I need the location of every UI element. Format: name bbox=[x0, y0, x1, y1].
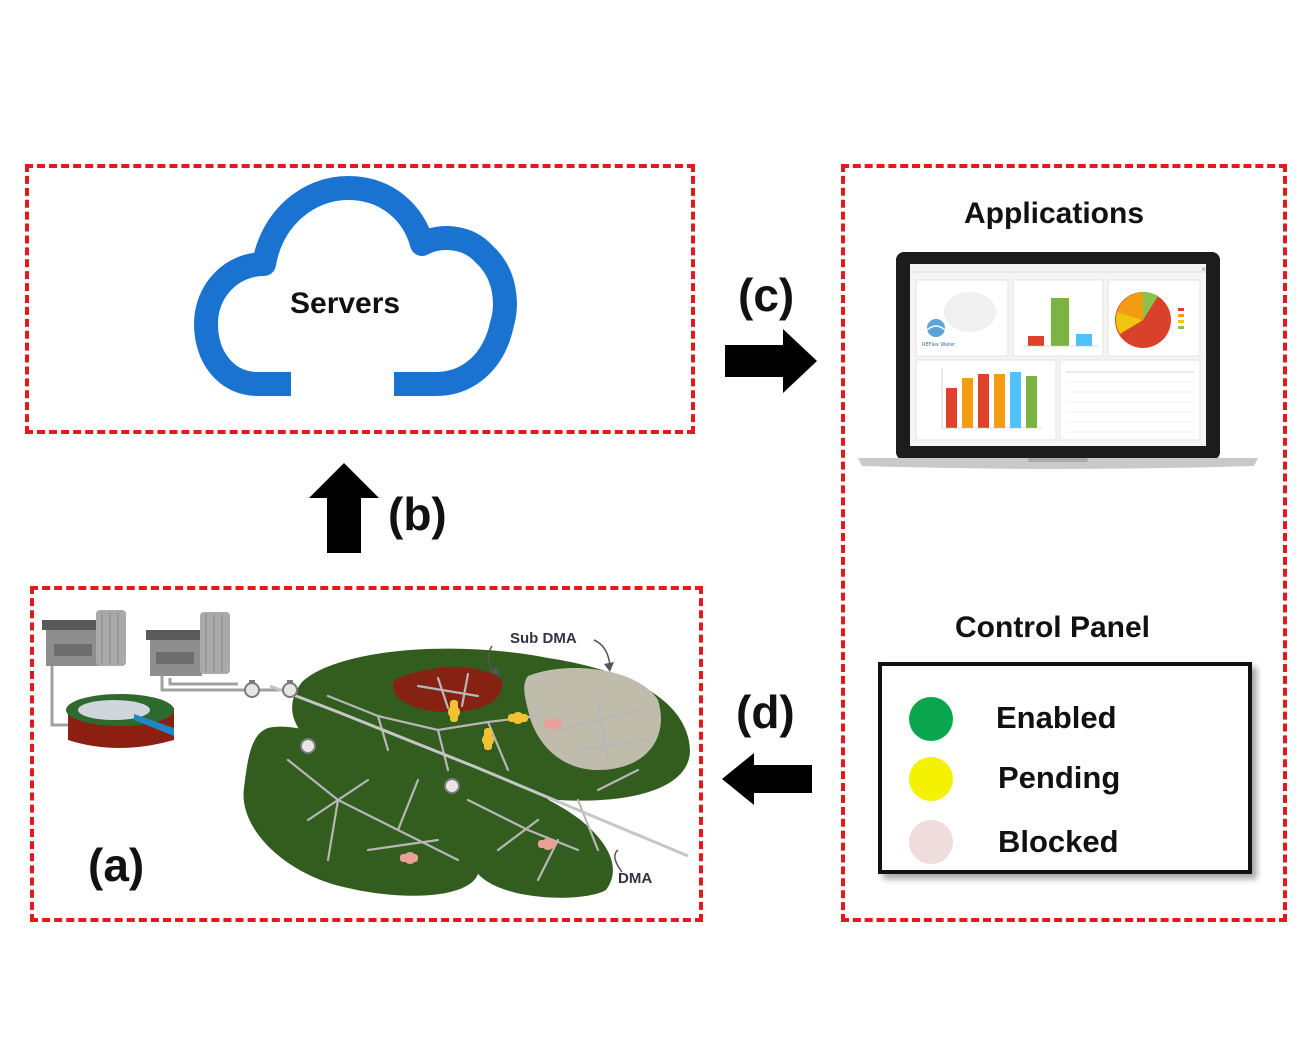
applications-region bbox=[841, 164, 1287, 922]
reservoir-icon bbox=[66, 694, 174, 748]
valve-pending-icon bbox=[482, 728, 494, 750]
servers-label: Servers bbox=[290, 287, 401, 320]
pending-label: Pending bbox=[998, 760, 1121, 795]
label-a: (a) bbox=[88, 839, 145, 891]
pump-house-icon bbox=[42, 610, 126, 666]
water-network-illustration: Sub DMA DMA bbox=[42, 610, 690, 898]
laptop-dashboard: × REFlex Water bbox=[858, 252, 1258, 469]
applications-title: Applications bbox=[964, 197, 1145, 230]
servers-region bbox=[25, 164, 695, 434]
pump-house-icon bbox=[146, 612, 230, 676]
brand-label: REFlex Water bbox=[922, 342, 956, 348]
control-panel: Enabled Pending Blocked bbox=[878, 662, 1252, 874]
label-c: (c) bbox=[738, 269, 795, 321]
valve-blocked-icon bbox=[400, 852, 418, 864]
dma-label: DMA bbox=[618, 870, 652, 887]
valve-pending-icon bbox=[508, 712, 528, 724]
network-region bbox=[30, 586, 703, 922]
enabled-label: Enabled bbox=[996, 700, 1117, 735]
blocked-dot bbox=[909, 820, 953, 864]
control-panel-title: Control Panel bbox=[955, 611, 1151, 644]
arrow-right-icon bbox=[725, 329, 817, 393]
valve-blocked-icon bbox=[538, 838, 556, 850]
cloud-icon bbox=[194, 176, 517, 396]
pending-dot bbox=[909, 757, 953, 801]
svg-text:×: × bbox=[1201, 266, 1206, 273]
flow-meter-icon bbox=[300, 738, 316, 754]
valve-pending-icon bbox=[448, 700, 460, 722]
enabled-dot bbox=[909, 697, 953, 741]
arrow-up-icon bbox=[309, 463, 379, 553]
valve-blocked-icon bbox=[544, 718, 562, 730]
label-b: (b) bbox=[388, 488, 447, 540]
flow-meter-icon bbox=[244, 680, 260, 698]
sub-dma-label: Sub DMA bbox=[510, 630, 577, 647]
blocked-label: Blocked bbox=[998, 824, 1119, 859]
arrow-left-icon bbox=[722, 753, 812, 805]
flow-meter-icon bbox=[282, 680, 298, 698]
label-d: (d) bbox=[736, 686, 795, 738]
flow-meter-icon bbox=[444, 778, 460, 794]
